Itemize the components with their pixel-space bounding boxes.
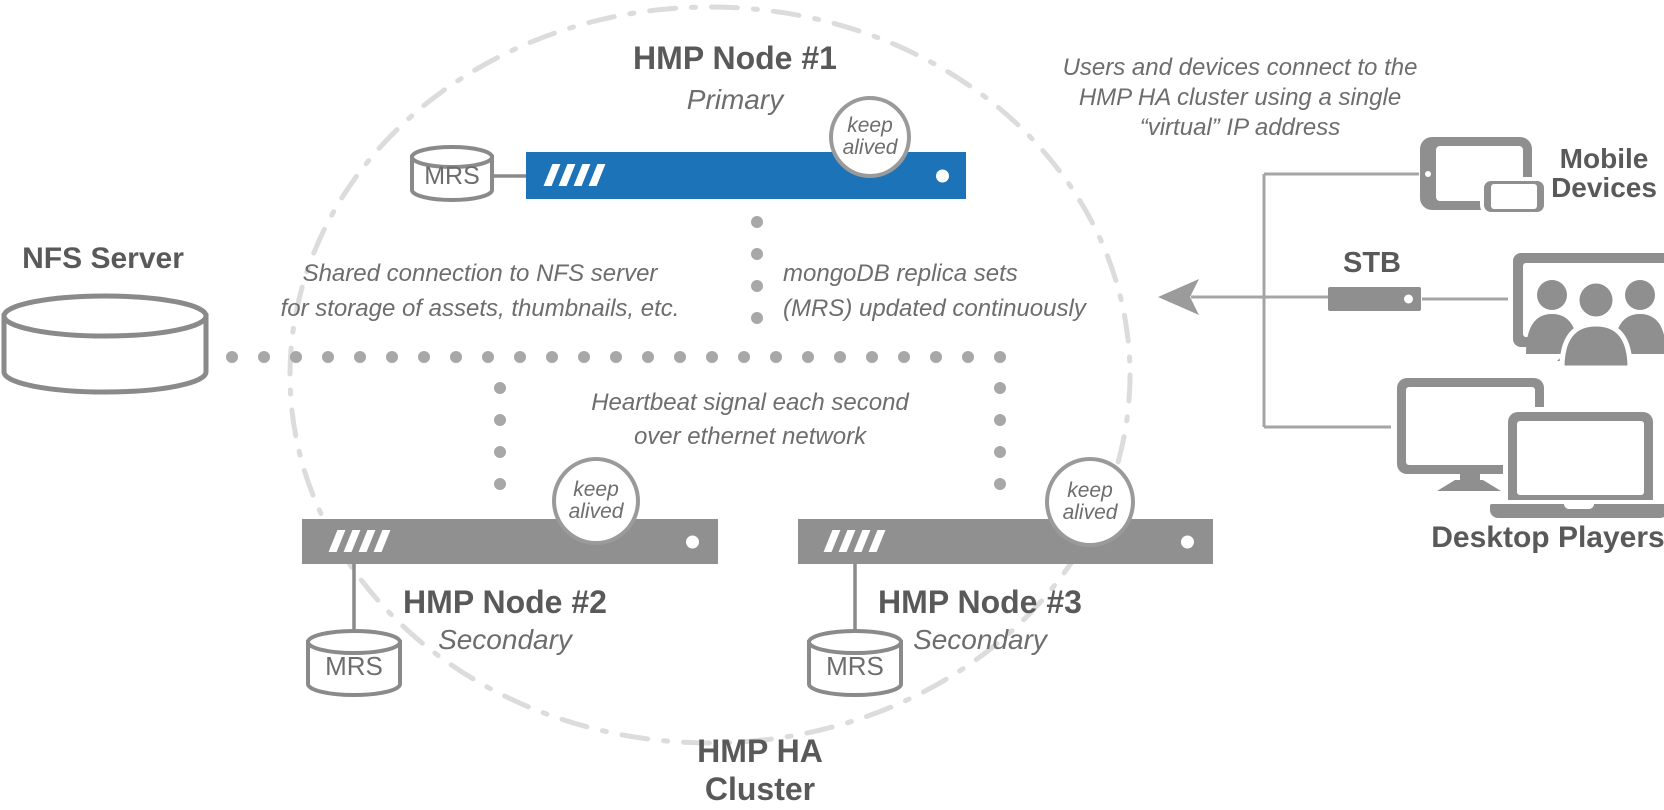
- node2-role: Secondary: [438, 624, 572, 655]
- annotation-shared-nfs: Shared connection to NFS server for stor…: [280, 260, 680, 322]
- node1-mrs-label: MRS: [424, 162, 480, 190]
- annotation-virtual-ip: Users and devices connect to the HMP HA …: [1062, 54, 1418, 141]
- audience-people-icon: [1526, 278, 1664, 368]
- phone-icon: [1484, 181, 1544, 212]
- tablet-camera-dot: [1425, 170, 1431, 177]
- keepalive-text: alived: [1062, 501, 1118, 524]
- server-slashes-icon: [823, 530, 886, 552]
- stb-box-icon: [1328, 287, 1421, 311]
- stb-led-icon: [1404, 294, 1413, 304]
- mrs-cylinder-node1-icon: [410, 145, 527, 202]
- cluster-label: HMP HA Cluster: [697, 733, 823, 807]
- monitor-neck-icon: [1460, 472, 1480, 481]
- node3-role: Secondary: [913, 624, 1047, 655]
- arrow-left-icon: [1158, 279, 1199, 315]
- node2-title: HMP Node #2: [403, 584, 607, 620]
- mobile-devices-label: Mobile Devices: [1551, 143, 1657, 203]
- keepalive-badge-node1: keep alived: [829, 96, 911, 178]
- node1-role: Primary: [686, 84, 784, 115]
- desktop-players-label: Desktop Players: [1431, 521, 1664, 554]
- keepalive-text: keep: [847, 114, 893, 137]
- mrs-cylinder-node2-icon: [306, 564, 402, 697]
- server-slashes-icon: [543, 164, 606, 186]
- keepalive-text: alived: [568, 500, 624, 523]
- server-slashes-icon: [328, 530, 391, 552]
- node2-mrs-label: MRS: [325, 651, 383, 681]
- keepalive-text: keep: [1067, 479, 1113, 502]
- node3-title: HMP Node #3: [878, 584, 1082, 620]
- stb-label: STB: [1343, 247, 1401, 279]
- laptop-screen-icon: [1508, 412, 1653, 504]
- laptop-base-icon: [1490, 504, 1664, 518]
- power-led-icon: [1181, 535, 1194, 548]
- mrs-cylinder-node3-icon: [807, 564, 903, 697]
- monitor-base-icon: [1437, 480, 1501, 491]
- nfs-server-label: NFS Server: [22, 242, 184, 275]
- node2-server-bar: [302, 519, 718, 564]
- node1-title: HMP Node #1: [633, 40, 837, 76]
- cluster-ring: [287, 4, 1133, 746]
- power-led-icon: [936, 169, 949, 182]
- nfs-cylinder-icon: [1, 293, 209, 395]
- keepalive-badge-node2: keep alived: [552, 457, 640, 545]
- keepalive-badge-node3: keep alived: [1045, 457, 1135, 547]
- annotation-mongodb: mongoDB replica sets (MRS) updated conti…: [783, 260, 1086, 322]
- device-bracket-lines: [1191, 172, 1508, 429]
- annotation-heartbeat: Heartbeat signal each second over ethern…: [591, 389, 909, 450]
- node3-server-bar: [798, 519, 1213, 564]
- keepalive-text: alived: [842, 136, 898, 159]
- keepalive-text: keep: [573, 478, 619, 501]
- node3-mrs-label: MRS: [826, 651, 884, 681]
- power-led-icon: [686, 535, 699, 548]
